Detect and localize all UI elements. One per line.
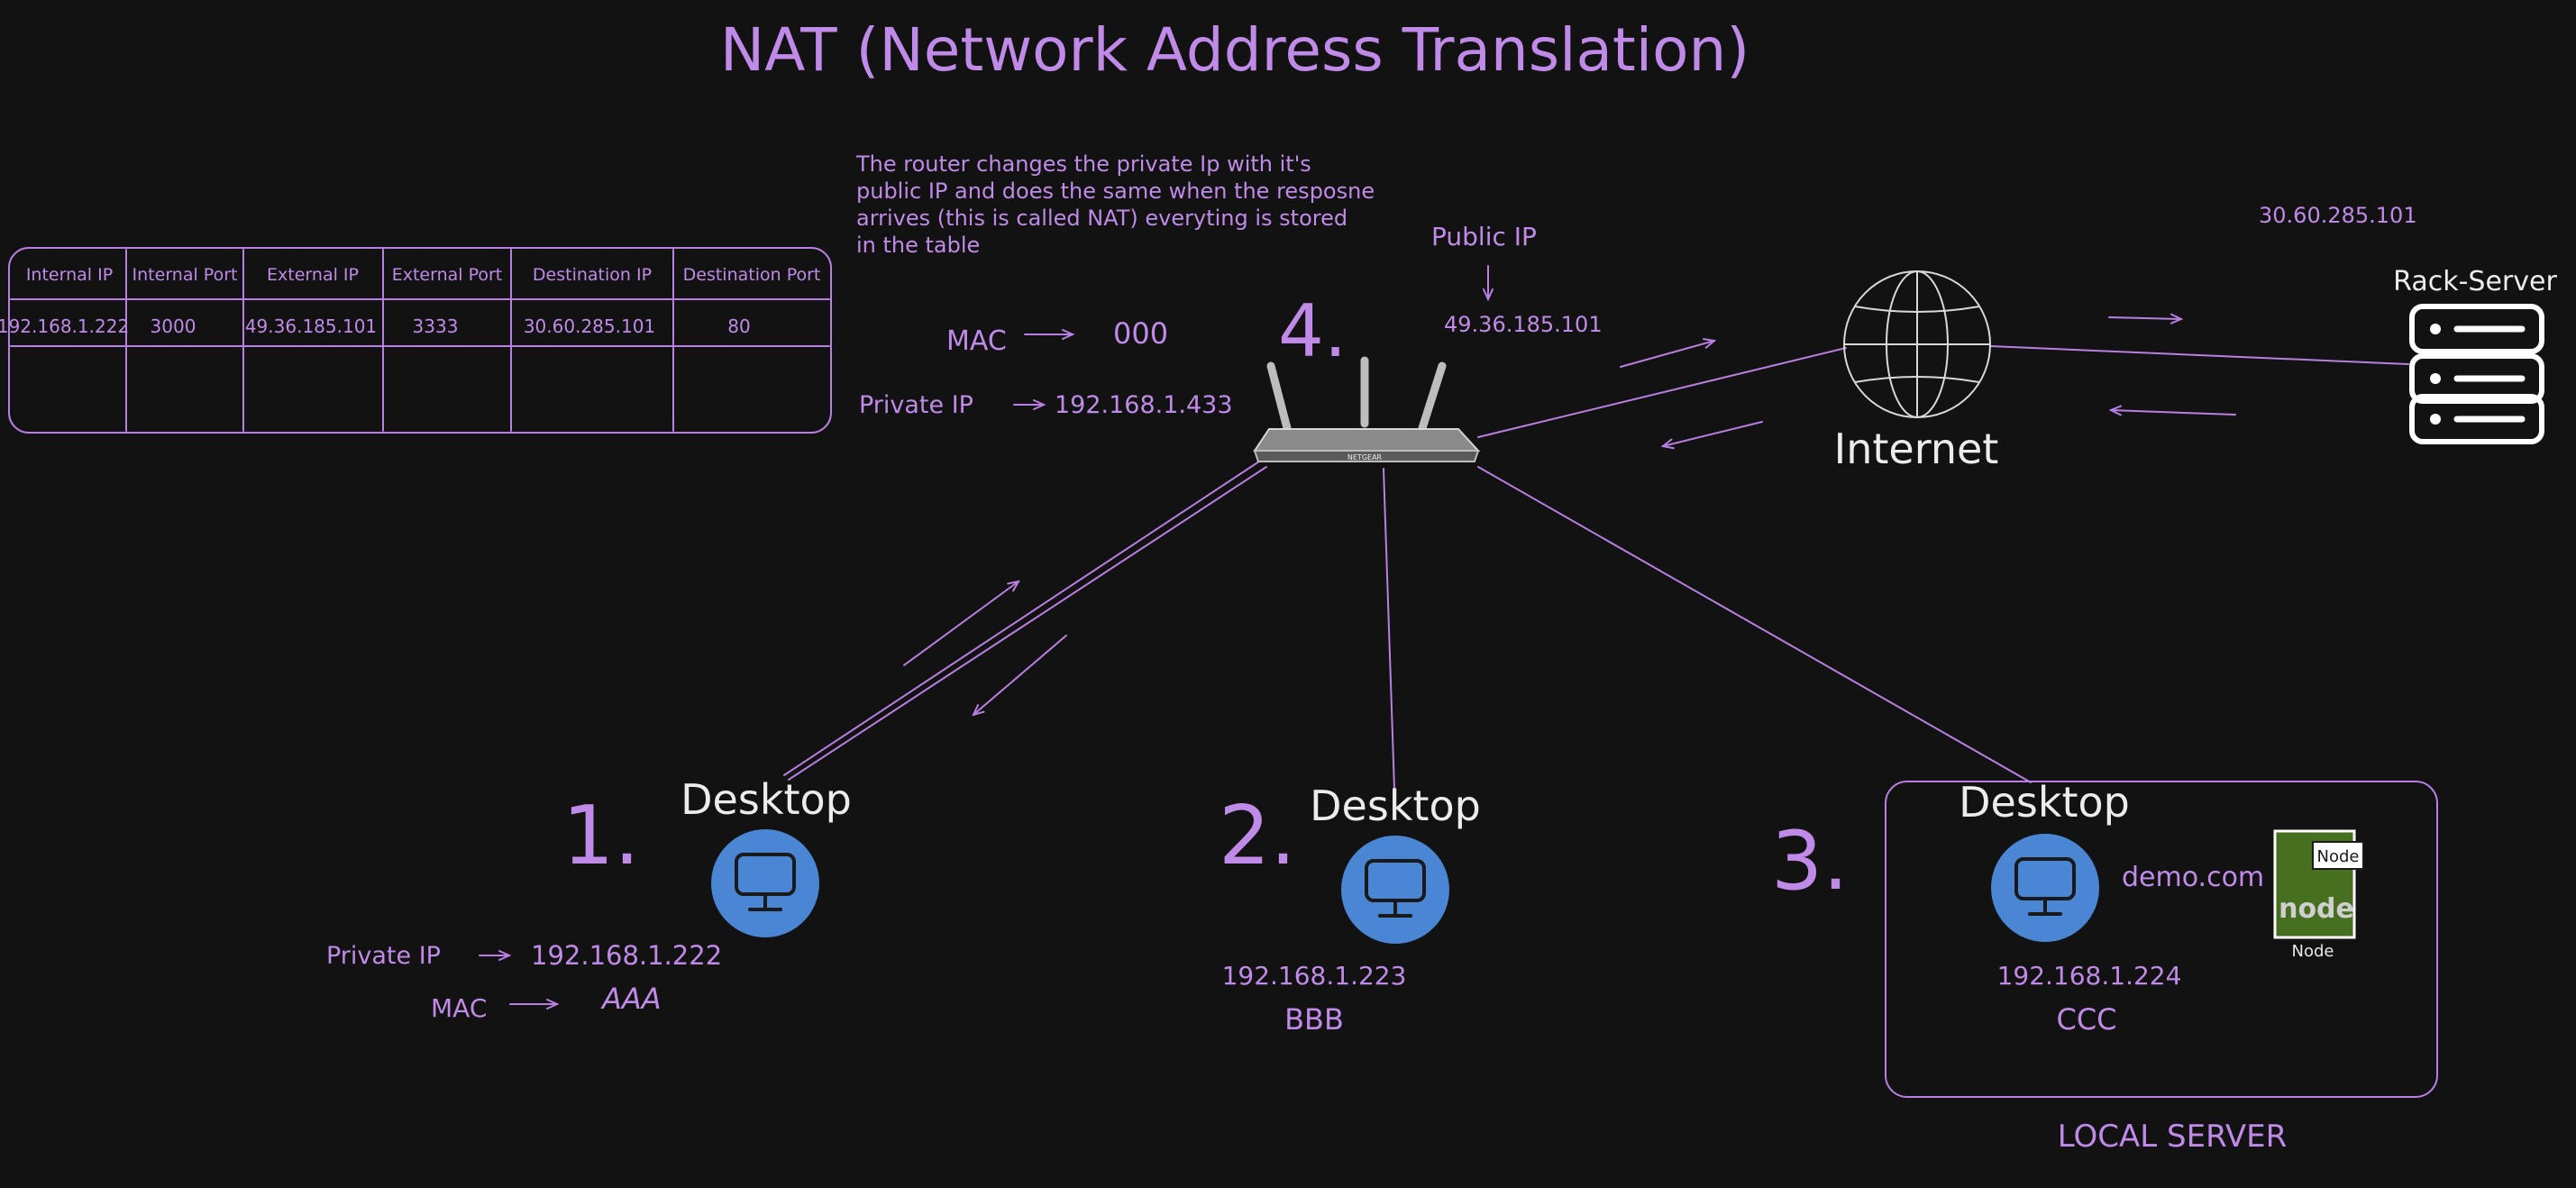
table-cell: 80 — [727, 315, 750, 337]
link-router-desktop-3 — [1477, 466, 2032, 783]
server-label: Rack-Server — [2393, 266, 2557, 297]
server-rack-icon — [2409, 304, 2544, 444]
server-ip: 30.60.285.101 — [2259, 203, 2417, 228]
router-mac-value: 000 — [1113, 316, 1168, 351]
step-number-1: 1. — [562, 789, 640, 883]
arrow-icon — [2111, 410, 2236, 415]
desktop-1-label: Desktop — [681, 775, 852, 824]
table-header-cell: Internal IP — [26, 265, 113, 285]
note-line: in the table — [856, 233, 980, 258]
desktop-2-label: Desktop — [1310, 781, 1481, 830]
link-router-desktop-1 — [788, 466, 1267, 781]
monitor-icon — [1991, 834, 2099, 942]
desktop-3-ip: 192.168.1.224 — [1997, 961, 2182, 991]
table-header-cell: Destination IP — [533, 265, 652, 285]
arrow-icon — [1620, 341, 1714, 368]
step-number-2: 2. — [1219, 789, 1296, 883]
nodejs-logo-icon: Node node Node — [2273, 829, 2364, 961]
local-server-box — [1885, 781, 2438, 1098]
node-logo-caption: Node — [2292, 942, 2334, 961]
note-line: The router changes the private Ip with i… — [855, 151, 1311, 177]
table-header-cell: Internal Port — [132, 265, 238, 285]
desktop-2-ip: 192.168.1.223 — [1222, 961, 1407, 991]
step-number-router: 4. — [1278, 289, 1347, 373]
public-ip-value: 49.36.185.101 — [1444, 312, 1603, 337]
arrow-icon — [973, 635, 1067, 715]
arrow-icon — [2108, 317, 2181, 319]
router-icon: NETGEAR — [1253, 356, 1481, 462]
table-header-cell: Destination Port — [683, 265, 821, 285]
note-line: public IP and does the same when the res… — [856, 178, 1375, 204]
monitor-icon — [1341, 836, 1449, 944]
router-brand: NETGEAR — [1347, 453, 1383, 461]
page-title: NAT (Network Address Translation) — [720, 15, 1749, 85]
link-router-desktop-2 — [1383, 468, 1396, 817]
desktop-1-ip: 192.168.1.222 — [531, 940, 722, 971]
step-number-3: 3. — [1771, 814, 1849, 909]
traffic-arrows — [903, 317, 2236, 715]
table-cell: 3000 — [151, 315, 196, 337]
table-cell: 3333 — [413, 315, 459, 337]
node-logo-text: node — [2279, 893, 2354, 925]
nat-explanation-note: The router changes the private Ip with i… — [855, 151, 1375, 258]
desktop-2-mac: BBB — [1284, 1002, 1344, 1037]
link-router-internet — [1477, 347, 1847, 438]
node-badge-text: Node — [2317, 847, 2360, 866]
monitor-icon — [711, 829, 819, 937]
desktop-3-mac: CCC — [2056, 1002, 2116, 1037]
table-header-cell: External IP — [267, 265, 359, 285]
connection-lines — [783, 345, 2409, 817]
nat-table: Internal IP Internal Port External IP Ex… — [0, 247, 832, 434]
nat-table-border — [8, 247, 832, 434]
table-cell: 30.60.285.101 — [524, 315, 655, 337]
link-router-desktop-1 — [783, 459, 1263, 776]
arrow-icon — [1663, 421, 1763, 446]
desktop-3-label: Desktop — [1959, 778, 2130, 827]
internet-label: Internet — [1834, 425, 1999, 473]
note-line: arrives (this is called NAT) everyting i… — [856, 206, 1347, 231]
router-private-ip-label: Private IP — [859, 391, 973, 419]
desktop-1-mac-label: MAC — [431, 993, 487, 1023]
router-private-ip-value: 192.168.1.433 — [1055, 391, 1233, 419]
desktop-1-mac: AAA — [600, 982, 662, 1016]
arrow-icon — [903, 581, 1019, 666]
local-server-domain: demo.com — [2122, 862, 2264, 893]
desktop-1-private-ip-label: Private IP — [326, 942, 441, 970]
table-cell: 192.168.1.222 — [0, 315, 129, 337]
link-internet-server — [1989, 345, 2409, 365]
table-header-cell: External Port — [392, 265, 503, 285]
public-ip-label: Public IP — [1431, 222, 1537, 251]
table-cell: 49.36.185.101 — [245, 315, 377, 337]
router-mac-label: MAC — [946, 325, 1007, 357]
local-server-label: LOCAL SERVER — [2058, 1119, 2287, 1155]
globe-icon — [1843, 270, 1991, 418]
